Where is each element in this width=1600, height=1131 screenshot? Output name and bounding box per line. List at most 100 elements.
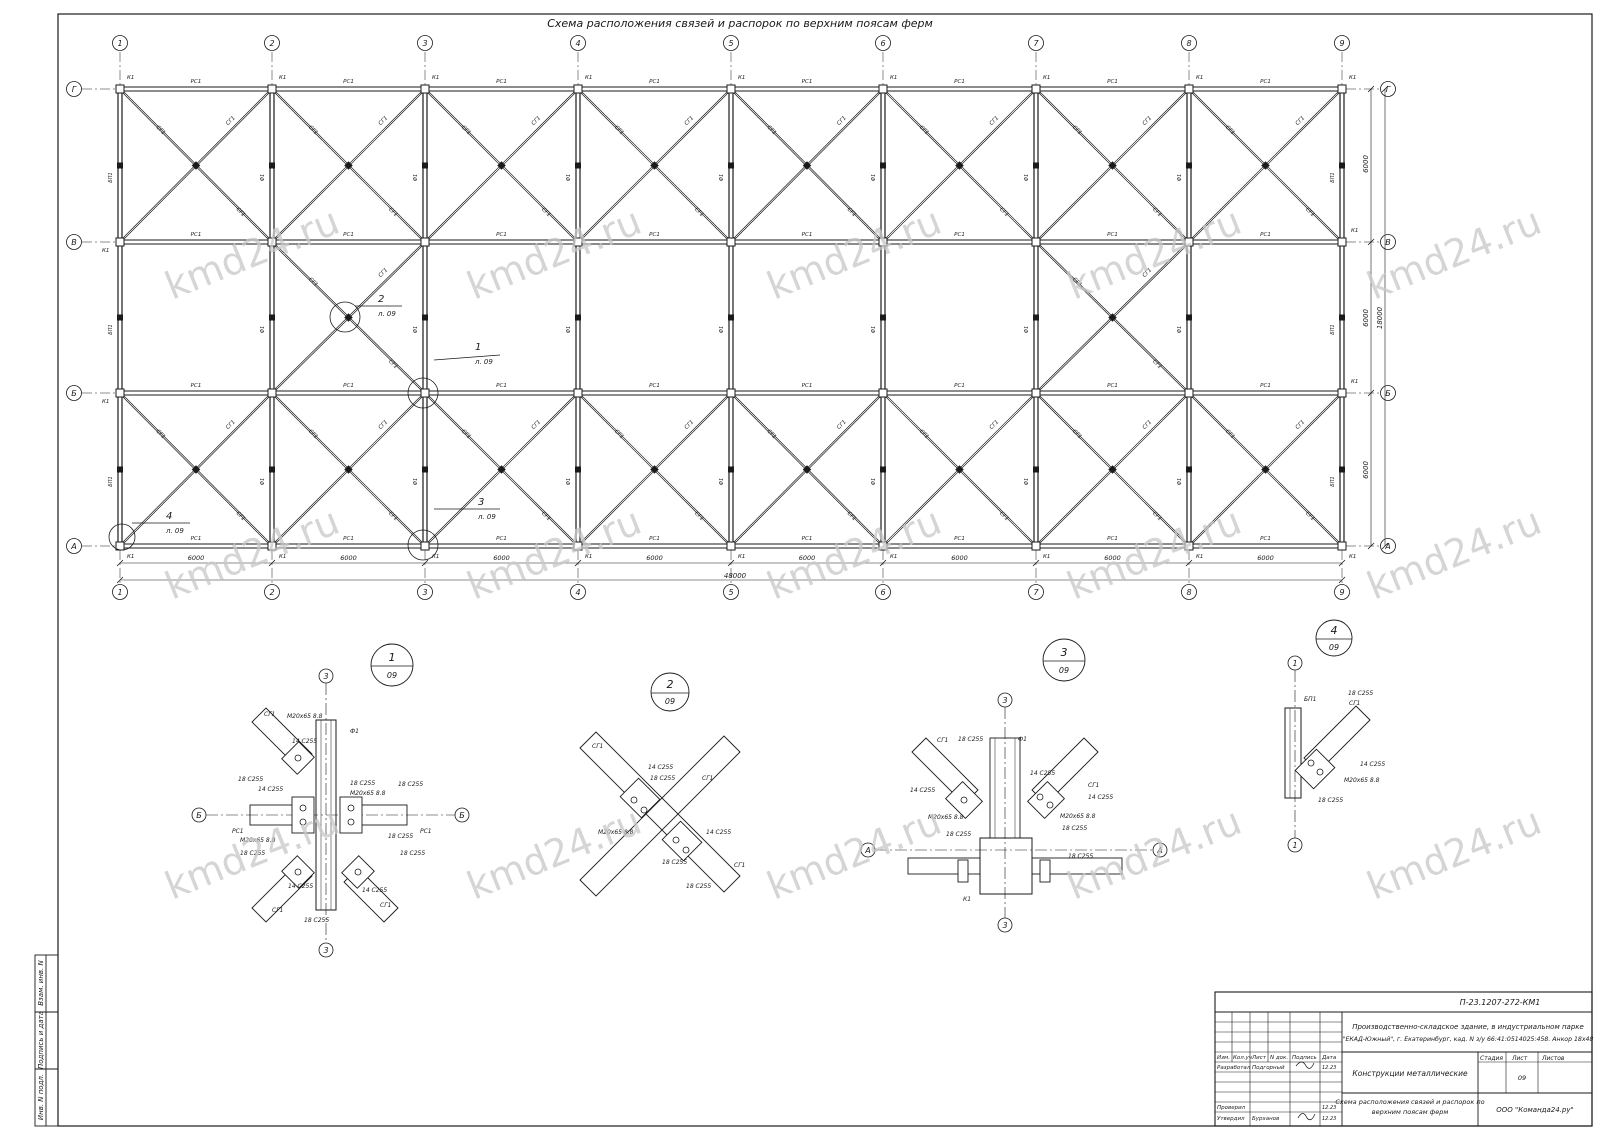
d4-bolt-label: М20х65 8.8 bbox=[1344, 777, 1380, 784]
strut-label-3-4: РС1 bbox=[802, 536, 813, 542]
brace-label-2-2-3: СГ1 bbox=[540, 511, 552, 523]
strut-label-1-3: РС1 bbox=[649, 232, 660, 238]
node-plate-3-1 bbox=[573, 237, 583, 247]
axis-num-bot-3: 4 bbox=[575, 588, 580, 597]
tb-section: Конструкции металлические bbox=[1352, 1069, 1468, 1078]
side-stamp bbox=[34, 954, 59, 1127]
callout-1-sheet: л. 09 bbox=[474, 358, 493, 366]
beam-label-5-1: Ф1 bbox=[871, 326, 877, 334]
brace-label-0-5-1: СГ1 bbox=[918, 125, 930, 137]
beam-label-3-0: Ф1 bbox=[566, 174, 572, 182]
span-dim-5: 6000 bbox=[951, 554, 968, 562]
brace-cross-plate-1-1 bbox=[344, 313, 353, 322]
axis-bubble-right-0 bbox=[1380, 538, 1396, 554]
beam-label-2-1: Ф1 bbox=[413, 326, 419, 334]
axis-bubble-top-3 bbox=[570, 35, 586, 51]
plan-title: Схема расположения связей и распорок по … bbox=[547, 17, 933, 30]
beam-label-6-0: Ф1 bbox=[1024, 174, 1030, 182]
axis-bubble-top-4 bbox=[723, 35, 739, 51]
beam-splice-4-2 bbox=[728, 466, 734, 473]
beam-splice-2-0 bbox=[422, 162, 428, 169]
beam-label-8-1: БП1 bbox=[1330, 324, 1336, 334]
right-dim-1: 6000 bbox=[1362, 155, 1370, 173]
node-label-bot-3: К1 bbox=[585, 554, 592, 560]
axis-num-top-1: 2 bbox=[269, 39, 274, 48]
dim-tick-6 bbox=[1032, 559, 1040, 567]
d3-plate18-label-3: 18 С255 bbox=[946, 831, 971, 838]
tb-date-2: 12.23 bbox=[1322, 1105, 1336, 1111]
brace-label-1-1-2: СГ1 bbox=[378, 267, 390, 279]
axis-bubble-bot-3 bbox=[570, 584, 586, 600]
dim-tick-1 bbox=[268, 559, 276, 567]
detail-3: 3 09 3 3 А А СГ1 18 С255 Ф1 14 С255 СГ1 bbox=[860, 638, 1168, 933]
right-dim-3: 6000 bbox=[1362, 461, 1370, 479]
node-plate-8-1 bbox=[1337, 237, 1347, 247]
axis-bubble-bot-7 bbox=[1181, 584, 1197, 600]
d3-axis-top: 3 bbox=[1002, 696, 1007, 705]
node-label-top-6: К1 bbox=[1043, 75, 1050, 81]
tb-stage-head-1: Стадия bbox=[1480, 1055, 1503, 1062]
beam-splice-6-2 bbox=[1033, 466, 1039, 473]
dim-tick-right-0 bbox=[1367, 85, 1375, 93]
d3-axis-bottom: 3 bbox=[1002, 921, 1007, 930]
beam-splice-5-1 bbox=[880, 314, 886, 321]
strut-label-3-7: РС1 bbox=[1260, 536, 1271, 542]
brace-label-0-4-3: СГ1 bbox=[846, 207, 858, 219]
d1-bolt-label-2: М20х65 8.8 bbox=[350, 790, 386, 797]
d3-plate18-label-1: 18 С255 bbox=[958, 736, 983, 743]
beam-label-0-1: БП1 bbox=[108, 324, 114, 334]
node-plate-2-0 bbox=[420, 84, 430, 94]
axis-bubble-bot-2 bbox=[417, 584, 433, 600]
beam-splice-8-1 bbox=[1339, 314, 1345, 321]
strut-label-2-1: РС1 bbox=[343, 383, 354, 389]
node-plate-8-3 bbox=[1337, 541, 1347, 551]
detail-2: 2 09 СГ1 14 С255 18 С255 СГ1 М20х65 8.8 … bbox=[579, 672, 745, 897]
beam-label-8-0: БП1 bbox=[1330, 172, 1336, 182]
strut-label-0-3: РС1 bbox=[649, 79, 660, 85]
tb-project-1: Производственно-складское здание, в инду… bbox=[1352, 1023, 1584, 1031]
span-dim-3: 6000 bbox=[646, 554, 663, 562]
axis-bubble-bot-6 bbox=[1028, 584, 1044, 600]
node-label-bot-6: К1 bbox=[1043, 554, 1050, 560]
brace-cross-plate-2-7 bbox=[1261, 465, 1270, 474]
axis-bubble-left-3 bbox=[66, 81, 82, 97]
axis-letter-right-1: Б bbox=[1385, 389, 1391, 398]
beam-label-2-2: Ф1 bbox=[413, 478, 419, 486]
tb-date-3: 12.23 bbox=[1322, 1116, 1336, 1122]
beam-label-7-0: Ф1 bbox=[1177, 174, 1183, 182]
strut-label-2-0: РС1 bbox=[191, 383, 202, 389]
d3-plate18-label-2: 18 С255 bbox=[1062, 825, 1087, 832]
dim-tick-0 bbox=[116, 559, 124, 567]
tb-sheet-title-1: Схема расположения связей и распорок по bbox=[1335, 1098, 1484, 1106]
dim-tick-right-total-b bbox=[1381, 542, 1389, 550]
beam-splice-4-0 bbox=[728, 162, 734, 169]
brace-label-0-2-2: СГ1 bbox=[531, 115, 543, 127]
strut-label-0-1: РС1 bbox=[343, 79, 354, 85]
dim-tick-right-3 bbox=[1367, 542, 1375, 550]
brace-cross-plate-2-1 bbox=[344, 465, 353, 474]
d4-beam-label: БП1 bbox=[1304, 696, 1316, 703]
node-plate-2-1 bbox=[420, 237, 430, 247]
node-label-left-1: К1 bbox=[102, 399, 109, 405]
detail-4-num: 4 bbox=[1331, 624, 1338, 637]
strut-label-1-5: РС1 bbox=[954, 232, 965, 238]
strut-label-1-7: РС1 bbox=[1260, 232, 1271, 238]
brace-label-0-1-2: СГ1 bbox=[378, 115, 390, 127]
brace-label-2-4-3: СГ1 bbox=[846, 511, 858, 523]
sheet-frame bbox=[57, 13, 1593, 1127]
node-label-top-5: К1 bbox=[890, 75, 897, 81]
d3-post-label: Ф1 bbox=[1018, 736, 1027, 743]
node-plate-3-2 bbox=[573, 388, 583, 398]
brace-cross-plate-0-2 bbox=[497, 161, 506, 170]
brace-label-2-6-1: СГ1 bbox=[1071, 429, 1083, 441]
callout-4-num: 4 bbox=[166, 511, 172, 522]
axis-bubble-bot-1 bbox=[264, 584, 280, 600]
node-label-bot-0: К1 bbox=[127, 554, 134, 560]
strut-label-3-0: РС1 bbox=[191, 536, 202, 542]
brace-label-0-7-2: СГ1 bbox=[1295, 115, 1307, 127]
axis-num-top-6: 7 bbox=[1033, 39, 1039, 48]
beam-splice-4-1 bbox=[728, 314, 734, 321]
axis-bubble-right-2 bbox=[1380, 234, 1396, 250]
brace-label-0-0-2: СГ1 bbox=[225, 115, 237, 127]
